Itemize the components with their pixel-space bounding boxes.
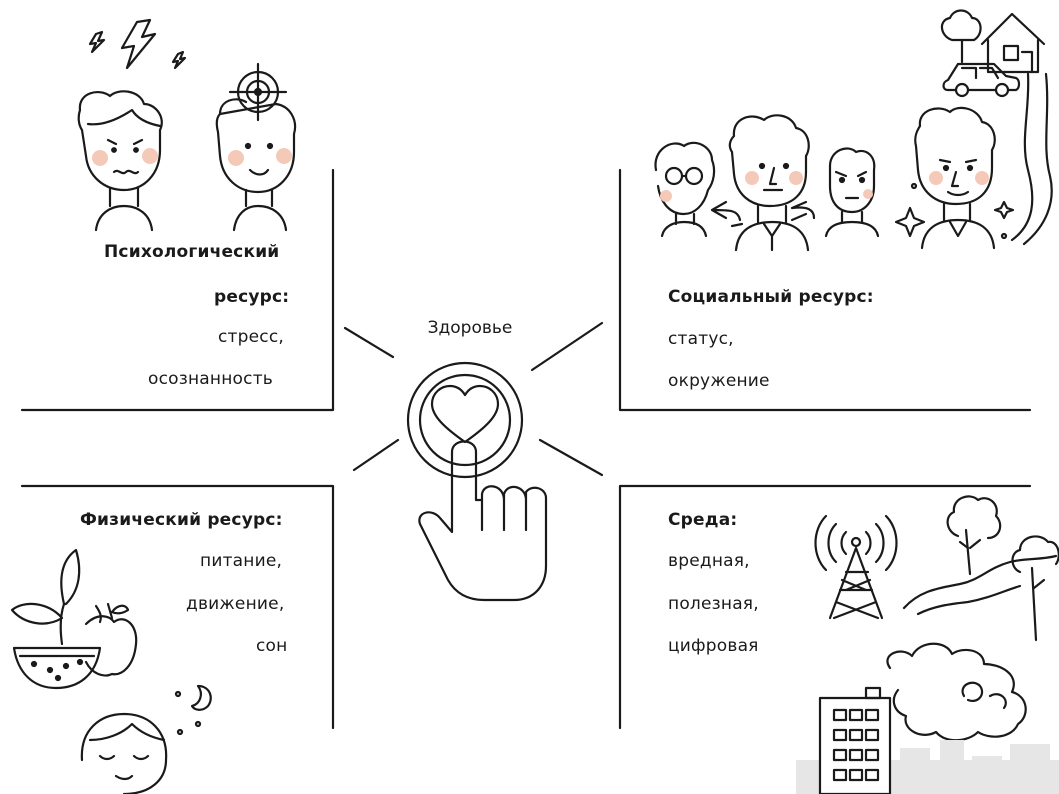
social-title: Социальный ресурс:: [668, 287, 874, 307]
psychological-title-line2: ресурс:: [214, 287, 290, 307]
psychological-item-stress: стресс,: [218, 327, 284, 347]
psychological-item-mindfulness: осознанность: [148, 369, 274, 389]
calm-person-icon: [215, 98, 297, 232]
physical-item-sleep: сон: [256, 636, 288, 656]
person-sparkles-icon: [894, 106, 1015, 250]
smog-cloud-icon: [886, 642, 1027, 742]
heart-touch-icon: [406, 361, 548, 602]
lightning-icon: [88, 18, 187, 70]
environment-item-useful: полезная,: [668, 594, 759, 614]
moon-icon: [174, 684, 212, 736]
target-icon: [228, 62, 288, 122]
environment-item-digital: цифровая: [668, 636, 759, 656]
building-icon: [796, 686, 1059, 794]
stressed-person-icon: [77, 90, 163, 232]
radio-tower-icon: [814, 514, 898, 620]
road-path-2: [1022, 72, 1053, 246]
physical-title: Физический ресурс:: [80, 510, 283, 530]
car-icon: [942, 62, 1021, 98]
hills-trees-icon: [902, 495, 1059, 642]
environment-item-harmful: вредная,: [668, 551, 750, 571]
tree-icon: [940, 9, 982, 64]
fruit-icon: [10, 548, 138, 690]
quadrant-frame: [20, 168, 1032, 730]
physical-item-movement: движение,: [186, 594, 285, 614]
environment-title: Среда:: [668, 510, 738, 530]
social-item-environment: окружение: [668, 371, 770, 391]
house-icon: [980, 12, 1046, 74]
center-rays: [343, 321, 604, 477]
group-people-icon: [654, 114, 880, 252]
sleeping-person-icon: [80, 712, 168, 794]
road-path: [1010, 72, 1034, 242]
social-item-status: статус,: [668, 329, 734, 349]
psychological-title-line1: Психологический: [104, 242, 280, 262]
physical-item-nutrition: питание,: [200, 551, 283, 571]
center-label-health: Здоровье: [427, 318, 513, 338]
